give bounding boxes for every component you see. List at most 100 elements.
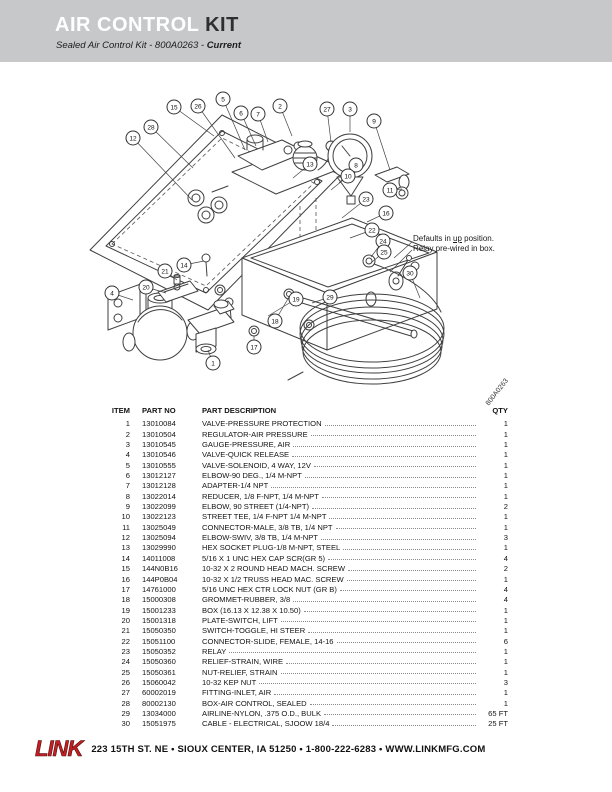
note-text-end: position. — [461, 234, 494, 243]
cell-part-no: 13029990 — [142, 543, 176, 553]
cell-part-no: 13025049 — [142, 522, 176, 532]
svg-text:26: 26 — [194, 103, 202, 110]
cell-qty: 1 — [503, 646, 508, 656]
callout-9: 9 — [366, 113, 391, 171]
dotted-leader — [335, 527, 476, 530]
svg-text:12: 12 — [129, 135, 137, 142]
callout-18: 18 — [267, 296, 290, 329]
svg-text:1: 1 — [211, 360, 215, 367]
cell-qty: 1 — [503, 522, 508, 532]
cell-description: ELBOW-90 DEG., 1/4 M-NPT — [202, 471, 302, 481]
cell-qty: 1 — [503, 429, 508, 439]
svg-text:25: 25 — [380, 249, 388, 256]
cell-qty: 1 — [503, 512, 508, 522]
dotted-leader — [293, 445, 476, 447]
callout-28: 28 — [143, 119, 194, 169]
cell-item: 2 — [125, 429, 130, 439]
callout-12: 12 — [125, 130, 193, 201]
cell-description: 5/16 X 1 UNC HEX CAP SCR(GR 5) — [202, 553, 326, 563]
cell-description: REGULATOR-AIR PRESSURE — [202, 429, 308, 439]
svg-text:3: 3 — [348, 106, 352, 113]
cell-description: ELBOW-SWIV, 3/8 TB, 1/4 M-NPT — [202, 533, 318, 543]
dotted-leader — [271, 486, 476, 488]
note-line-2: Relay pre-wired in box. — [413, 244, 495, 253]
cell-part-no: 80002130 — [142, 698, 176, 708]
cell-part-no: 15051975 — [142, 719, 176, 729]
cell-description: FITTING-INLET, AIR — [202, 688, 272, 698]
cell-qty: 1 — [503, 460, 508, 470]
dotted-leader — [309, 703, 476, 706]
cell-item: 7 — [125, 481, 130, 491]
cell-description: 10-32 X 2 ROUND HEAD MACH. SCREW — [202, 564, 346, 574]
dotted-leader — [324, 424, 476, 426]
cell-item: 28 — [121, 698, 130, 708]
cell-part-no: 13010546 — [142, 450, 176, 460]
svg-text:18: 18 — [271, 318, 279, 325]
cell-item: 17 — [121, 584, 130, 594]
svg-text:29: 29 — [326, 294, 334, 301]
cell-qty: 1 — [503, 615, 508, 625]
col-header-part-no: PART NO — [142, 406, 176, 415]
cell-description: SWITCH-TOGGLE, HI STEER — [202, 626, 306, 636]
dotted-leader — [274, 693, 476, 695]
cell-item: 3 — [125, 440, 130, 450]
cell-description: RELAY — [202, 646, 227, 656]
cell-description: ADAPTER-1/4 NPT — [202, 481, 269, 491]
callout-14: 14 — [176, 257, 205, 273]
cell-qty: 1 — [503, 688, 508, 698]
cell-part-no: 15050350 — [142, 626, 176, 636]
note-leader-2 — [389, 249, 413, 273]
cell-description: RELIEF-STRAIN, WIRE — [202, 657, 284, 667]
svg-text:30: 30 — [406, 270, 414, 277]
cell-qty: 2 — [503, 502, 508, 512]
cell-qty: 1 — [503, 605, 508, 615]
cell-description: PLATE-SWITCH, LIFT — [202, 615, 278, 625]
cell-description: CONNECTOR-MALE, 3/8 TB, 1/4 NPT — [202, 522, 333, 532]
cell-description: NUT-RELIEF, STRAIN — [202, 667, 278, 677]
svg-text:8: 8 — [354, 162, 358, 169]
cell-qty: 6 — [503, 636, 508, 646]
cell-qty: 25 FT — [488, 719, 508, 729]
svg-text:16: 16 — [382, 210, 390, 217]
svg-text:7: 7 — [256, 111, 260, 118]
callout-22: 22 — [349, 222, 380, 239]
cell-part-no: 14761000 — [142, 584, 176, 594]
note-underlined-word: up — [453, 234, 462, 243]
title-primary: AIR CONTROL — [55, 14, 206, 36]
cell-part-no: 13022099 — [142, 502, 176, 512]
dotted-leader — [312, 507, 476, 509]
svg-text:13: 13 — [306, 161, 314, 168]
cell-qty: 1 — [503, 626, 508, 636]
cell-description: CABLE - ELECTRICAL, SJOOW 18/4 — [202, 719, 330, 729]
cell-item: 26 — [121, 677, 130, 687]
cell-item: 6 — [125, 471, 130, 481]
cell-qty: 1 — [503, 543, 508, 553]
cell-description: VALVE-QUICK RELEASE — [202, 450, 290, 460]
cell-qty: 65 FT — [488, 708, 508, 718]
svg-text:23: 23 — [362, 196, 370, 203]
cell-part-no: 13022123 — [142, 512, 176, 522]
svg-text:5: 5 — [221, 96, 225, 103]
cell-qty: 1 — [503, 481, 508, 491]
svg-text:14: 14 — [180, 262, 188, 269]
cell-description: HEX SOCKET PLUG-1/8 M-NPT, STEEL — [202, 543, 341, 553]
cell-item: 29 — [121, 708, 130, 718]
svg-text:9: 9 — [372, 118, 376, 125]
svg-text:15: 15 — [170, 104, 178, 111]
svg-text:2: 2 — [278, 103, 282, 110]
dotted-leader — [286, 662, 476, 664]
callout-20: 20 — [138, 279, 167, 295]
